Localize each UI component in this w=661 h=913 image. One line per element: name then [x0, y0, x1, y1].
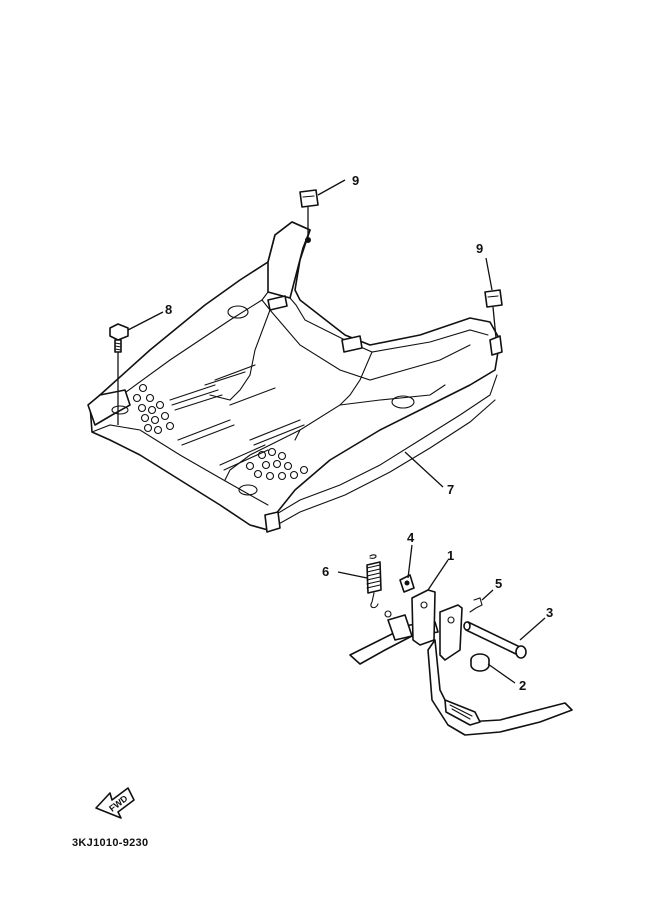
grip-bumps-rear [132, 383, 175, 435]
callout-2: 2 [519, 678, 526, 693]
callout-7: 7 [447, 482, 454, 497]
clip-nut-right [484, 289, 503, 308]
fwd-arrow-icon: FWD [95, 787, 135, 819]
callout-5: 5 [495, 576, 502, 591]
callout-3: 3 [546, 605, 553, 620]
diagram-code: 3KJ1010-9230 [72, 837, 148, 849]
callout-4: 4 [407, 530, 415, 545]
grip-bumps-front [245, 447, 309, 481]
footboard-panel [87, 221, 503, 533]
clip-nut-upper [299, 189, 319, 243]
callout-1: 1 [447, 548, 454, 563]
bolt [109, 323, 129, 353]
callout-9-right: 9 [476, 241, 483, 256]
callout-8: 8 [165, 302, 172, 317]
callout-9-upper: 9 [352, 173, 359, 188]
callout-6: 6 [322, 564, 329, 579]
floor-ribs [169, 364, 305, 471]
leader-lines [117, 179, 546, 684]
center-stand [349, 554, 573, 736]
